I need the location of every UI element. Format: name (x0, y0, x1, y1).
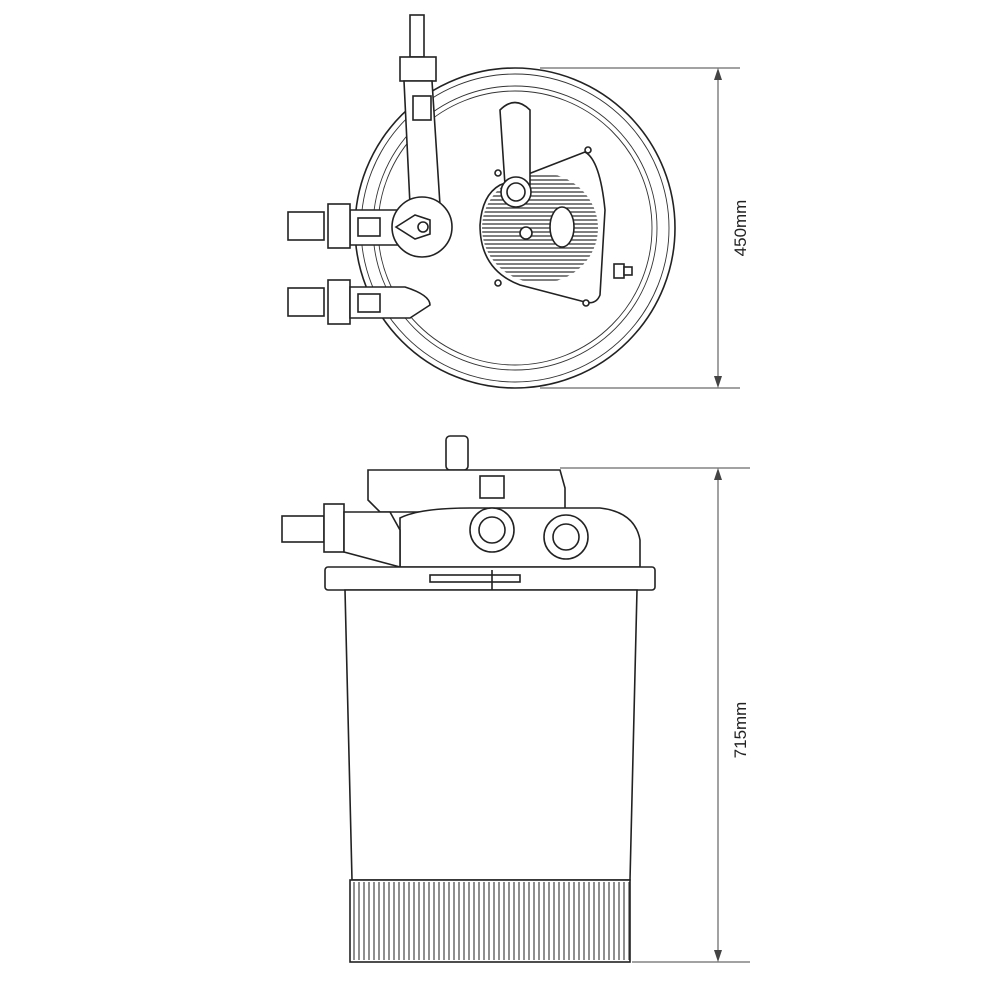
screw-icon (494, 169, 502, 177)
height-label: 715mm (731, 702, 750, 759)
housing-oval-port (549, 206, 575, 248)
top-view: 450mm (287, 14, 750, 389)
label-icon (357, 293, 381, 313)
cleaning-handle[interactable] (499, 101, 532, 208)
hose-barb (287, 287, 325, 317)
inlet-connector (287, 203, 351, 249)
lid-housing-top (367, 469, 566, 513)
screw-icon (582, 299, 590, 307)
ribbed-base (349, 879, 631, 963)
side-view: 715mm (281, 435, 750, 963)
diameter-label: 450mm (731, 200, 750, 257)
hose-barb (281, 515, 325, 543)
hose-barb (409, 14, 425, 58)
union-nut (327, 203, 351, 249)
hose-barb (287, 211, 325, 241)
multiway-valve[interactable] (349, 196, 453, 258)
screw-icon (494, 279, 502, 287)
union-nut (327, 279, 351, 325)
screw-icon (584, 146, 592, 154)
uv-knob (445, 435, 469, 471)
union-nut (323, 503, 345, 553)
top-nozzle (479, 475, 505, 499)
waste-outlet-connector (287, 279, 431, 325)
clamp-lock[interactable] (429, 570, 521, 590)
nozzle (613, 263, 625, 279)
union-nut (399, 56, 437, 82)
side-inlet-connector (281, 503, 401, 569)
filter-body (344, 589, 638, 881)
label-icon (412, 95, 432, 121)
uv-housing (479, 146, 633, 307)
top-outlet-pipe (399, 14, 441, 206)
housing-center-hole (519, 226, 533, 240)
lid-dome (399, 507, 641, 568)
label-icon (357, 217, 381, 237)
